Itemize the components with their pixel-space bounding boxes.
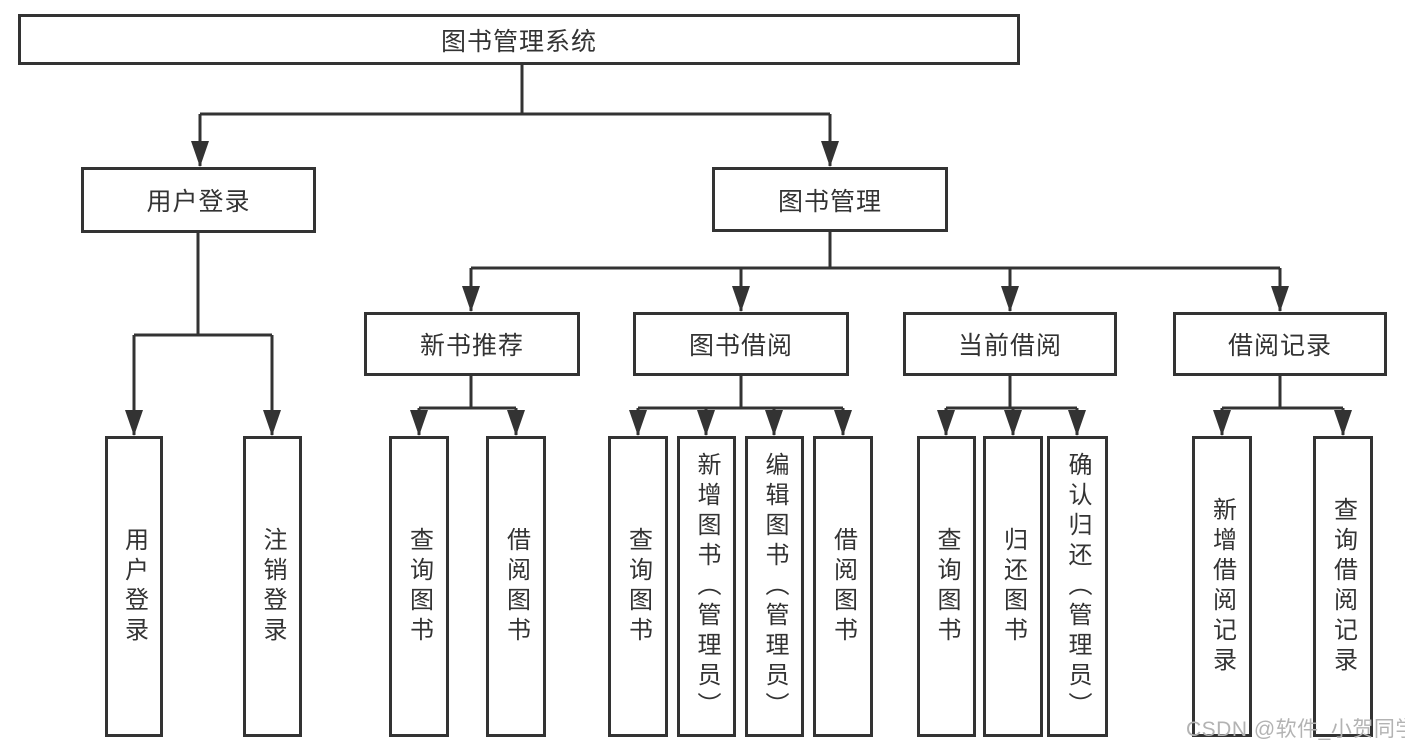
leaf-query-books-borrowing-label: 查询图书 (624, 526, 652, 647)
leaf-add-borrow-record-label: 新增借阅记录 (1208, 496, 1236, 677)
leaf-query-borrow-record-label: 查询借阅记录 (1329, 496, 1357, 677)
leaf-edit-book-admin: 编辑图书（管理员） (745, 436, 804, 737)
leaf-logout: 注销登录 (243, 436, 302, 737)
leaf-query-books-borrowing: 查询图书 (608, 436, 668, 737)
leaf-edit-book-admin-label: 编辑图书（管理员） (761, 451, 788, 722)
node-new-book-recommendation: 新书推荐 (364, 312, 580, 376)
leaf-query-borrow-record: 查询借阅记录 (1313, 436, 1373, 737)
leaf-return-books-label: 归还图书 (999, 526, 1027, 647)
node-user-login: 用户登录 (81, 167, 316, 233)
leaf-user-login-label: 用户登录 (120, 526, 148, 647)
leaf-borrow-books-recommend: 借阅图书 (486, 436, 546, 737)
node-book-borrowing: 图书借阅 (633, 312, 849, 376)
leaf-user-login: 用户登录 (105, 436, 163, 737)
leaf-add-book-admin: 新增图书（管理员） (677, 436, 736, 737)
leaf-logout-label: 注销登录 (259, 526, 286, 647)
leaf-confirm-return-admin: 确认归还（管理员） (1047, 436, 1108, 737)
leaf-query-books-recommend-label: 查询图书 (405, 526, 433, 647)
node-borrowing-records: 借阅记录 (1173, 312, 1387, 376)
tree-edges (125, 65, 1352, 436)
leaf-query-books-recommend: 查询图书 (389, 436, 449, 737)
leaf-confirm-return-admin-label: 确认归还（管理员） (1064, 451, 1091, 722)
leaf-add-book-admin-label: 新增图书（管理员） (693, 451, 720, 722)
leaf-query-books-current: 查询图书 (917, 436, 976, 737)
node-current-borrowing: 当前借阅 (903, 312, 1117, 376)
leaf-borrow-books-borrowing-label: 借阅图书 (829, 526, 857, 647)
node-root-library-system: 图书管理系统 (18, 14, 1020, 65)
node-book-management: 图书管理 (712, 167, 948, 232)
leaf-query-books-current-label: 查询图书 (933, 526, 960, 647)
leaf-borrow-books-recommend-label: 借阅图书 (502, 526, 530, 647)
leaf-return-books: 归还图书 (983, 436, 1043, 737)
leaf-add-borrow-record: 新增借阅记录 (1192, 436, 1252, 737)
csdn-watermark: CSDN @软件_小贺同学 (1186, 718, 1405, 741)
leaf-borrow-books-borrowing: 借阅图书 (813, 436, 873, 737)
